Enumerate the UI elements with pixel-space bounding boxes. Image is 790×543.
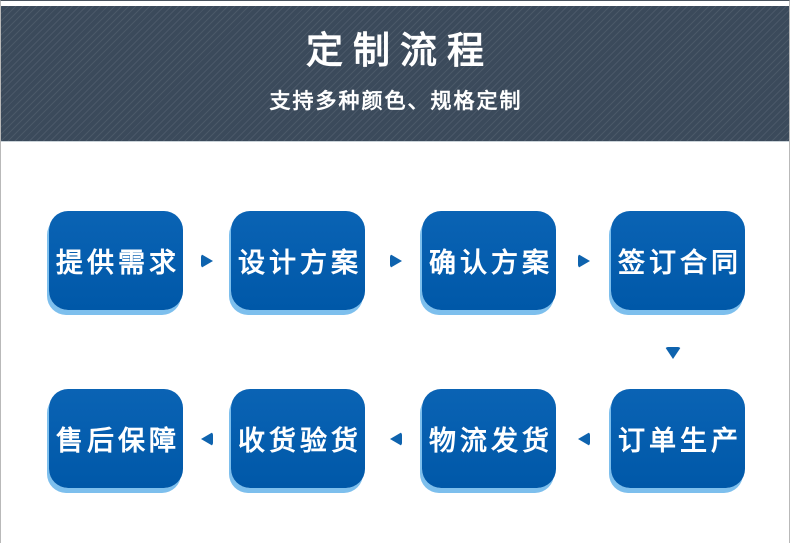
page-subtitle: 支持多种颜色、规格定制 xyxy=(269,89,523,113)
arrow-left-icon xyxy=(390,432,402,446)
page-title: 定制流程 xyxy=(306,30,494,71)
step-logistics-shipping: 物流发货 xyxy=(422,389,556,488)
step-receive-inspect: 收货验货 xyxy=(231,389,365,488)
step-design-plan: 设计方案 xyxy=(231,211,365,310)
step-provide-requirements: 提供需求 xyxy=(49,211,183,310)
arrow-left-icon xyxy=(201,432,213,446)
arrow-left-icon xyxy=(578,432,590,446)
step-after-sales-support: 售后保障 xyxy=(49,389,183,488)
arrow-right-icon xyxy=(201,254,213,268)
step-confirm-plan: 确认方案 xyxy=(422,211,556,310)
arrow-right-icon xyxy=(390,254,402,268)
step-order-production: 订单生产 xyxy=(611,389,745,488)
step-sign-contract: 签订合同 xyxy=(611,211,745,310)
header-banner: 定制流程 支持多种颜色、规格定制 xyxy=(1,6,789,142)
arrow-right-icon xyxy=(578,254,590,268)
arrow-down-icon xyxy=(665,347,681,359)
